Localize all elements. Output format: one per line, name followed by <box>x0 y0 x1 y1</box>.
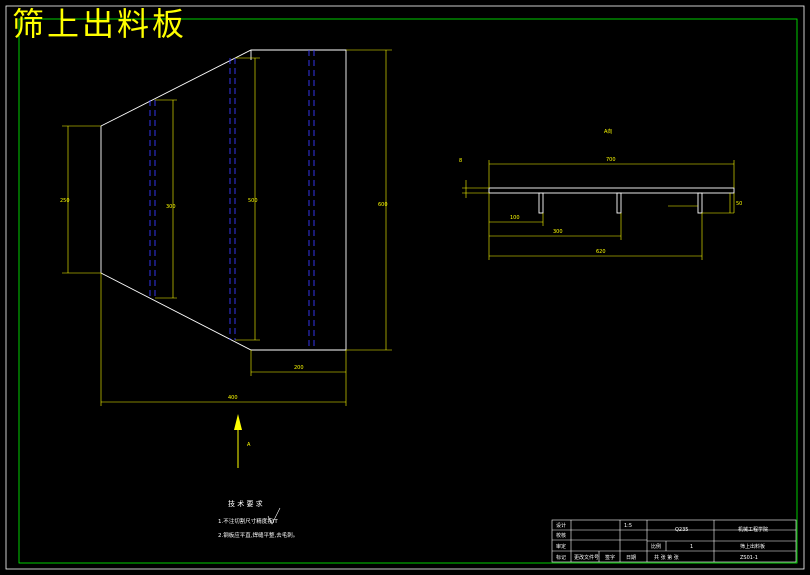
side-view-plate <box>488 187 735 214</box>
side-dim-thickness: 8 <box>459 158 462 164</box>
tb-review: 审定 <box>556 543 566 550</box>
tb-date: 日期 <box>626 555 636 561</box>
tb-change-doc: 更改文件号 <box>574 554 599 561</box>
dim-inner-2: 500 <box>248 198 258 204</box>
tb-qty: 1 <box>690 544 693 550</box>
side-dimensions <box>462 160 735 260</box>
dim-right-height: 600 <box>378 202 388 208</box>
dim-bottom-total: 400 <box>228 395 238 401</box>
side-dim-offset-1: 100 <box>510 215 520 221</box>
side-dim-offset-2: 300 <box>553 229 563 235</box>
tb-scale-value: 1:5 <box>624 523 632 529</box>
main-dimensions <box>62 49 392 406</box>
drawing-title: 筛上出料板 <box>12 5 188 43</box>
tb-sign: 签字 <box>605 554 615 561</box>
tb-sheet: 共 张 第 张 <box>654 554 679 561</box>
view-label: A向 <box>604 128 612 135</box>
dim-bottom-short: 200 <box>294 365 304 371</box>
inner-border <box>18 18 798 564</box>
tech-item-2: 2.钢板应平直,焊缝平整,去毛刺。 <box>218 531 298 539</box>
dim-left-height: 250 <box>60 198 70 204</box>
title-block <box>551 519 797 563</box>
side-dim-rib: 50 <box>736 201 742 207</box>
tech-item-1: 1.不注切割尺寸精度按IT <box>218 517 278 525</box>
tb-material: Q235 <box>675 527 688 533</box>
view-arrow <box>234 414 242 468</box>
tech-heading: 技 术 要 求 <box>228 499 263 508</box>
side-dim-length: 700 <box>606 157 616 163</box>
tb-company: 机械工程学院 <box>738 526 768 533</box>
tb-drawing-no: ZS01-1 <box>740 555 758 561</box>
surface-finish-icon <box>267 507 281 525</box>
tb-part-name: 筛上出料板 <box>740 543 765 550</box>
dim-inner-1: 300 <box>166 204 176 210</box>
side-dim-offset-3: 620 <box>596 249 606 255</box>
tb-design: 设计 <box>556 522 566 529</box>
outer-frame <box>5 5 805 570</box>
arrow-label: A <box>247 442 251 448</box>
hidden-stiffeners <box>149 50 315 350</box>
tb-mark: 标记 <box>556 554 566 561</box>
tb-scale: 比例 <box>651 543 661 550</box>
tb-check: 校核 <box>556 532 566 539</box>
